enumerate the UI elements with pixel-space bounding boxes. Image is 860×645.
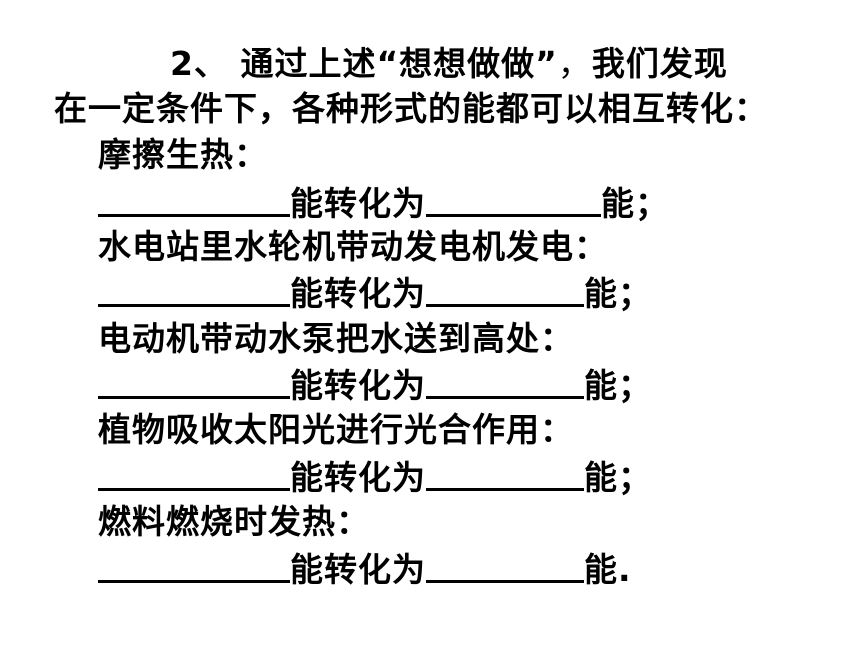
item-1-end: 能； — [601, 184, 669, 223]
item-3-prompt: 电动机带动水泵把水送到高处： — [98, 319, 574, 358]
heading-text-b: 我们发现 — [591, 44, 728, 83]
item-3-middle: 能转化为 — [290, 366, 426, 405]
item-4-middle: 能转化为 — [290, 458, 426, 497]
intro-line: 在一定条件下，各种形式的能都可以相互转化： — [54, 89, 768, 128]
item-4-answer-line: 能转化为 能； — [98, 454, 652, 500]
item-4-blank-target[interactable] — [426, 454, 584, 491]
item-3-end: 能； — [584, 366, 652, 405]
heading-text-a: 通过上述“想想做做” — [240, 44, 558, 83]
item-1-blank-source[interactable] — [98, 180, 290, 217]
item-1-middle: 能转化为 — [290, 184, 426, 223]
item-2-blank-target[interactable] — [426, 270, 584, 307]
item-5-prompt: 燃料燃烧时发热： — [98, 502, 370, 541]
item-5-blank-target[interactable] — [426, 546, 584, 583]
item-5-end: 能. — [584, 550, 632, 589]
item-5-blank-source[interactable] — [98, 546, 290, 583]
item-2-middle: 能转化为 — [290, 274, 426, 313]
item-4-blank-source[interactable] — [98, 454, 290, 491]
item-4-prompt: 植物吸收太阳光进行光合作用： — [98, 410, 574, 449]
item-1-answer-line: 能转化为 能； — [98, 180, 669, 226]
item-2-blank-source[interactable] — [98, 270, 290, 307]
item-3-blank-source[interactable] — [98, 362, 290, 399]
item-3-blank-target[interactable] — [426, 362, 584, 399]
heading-number: 2、 — [170, 44, 228, 83]
item-1-prompt: 摩擦生热： — [98, 135, 268, 174]
item-4-end: 能； — [584, 458, 652, 497]
item-3-answer-line: 能转化为 能； — [98, 362, 652, 408]
item-5-answer-line: 能转化为 能. — [98, 546, 632, 592]
heading-comma: ， — [557, 44, 592, 83]
item-5-middle: 能转化为 — [290, 550, 426, 589]
item-2-prompt: 水电站里水轮机带动发电机发电： — [98, 227, 608, 266]
item-1-blank-target[interactable] — [426, 180, 601, 217]
item-2-end: 能； — [584, 274, 652, 313]
heading-line: 2、 通过上述“想想做做”，我们发现 — [170, 42, 728, 86]
item-2-answer-line: 能转化为 能； — [98, 270, 652, 316]
